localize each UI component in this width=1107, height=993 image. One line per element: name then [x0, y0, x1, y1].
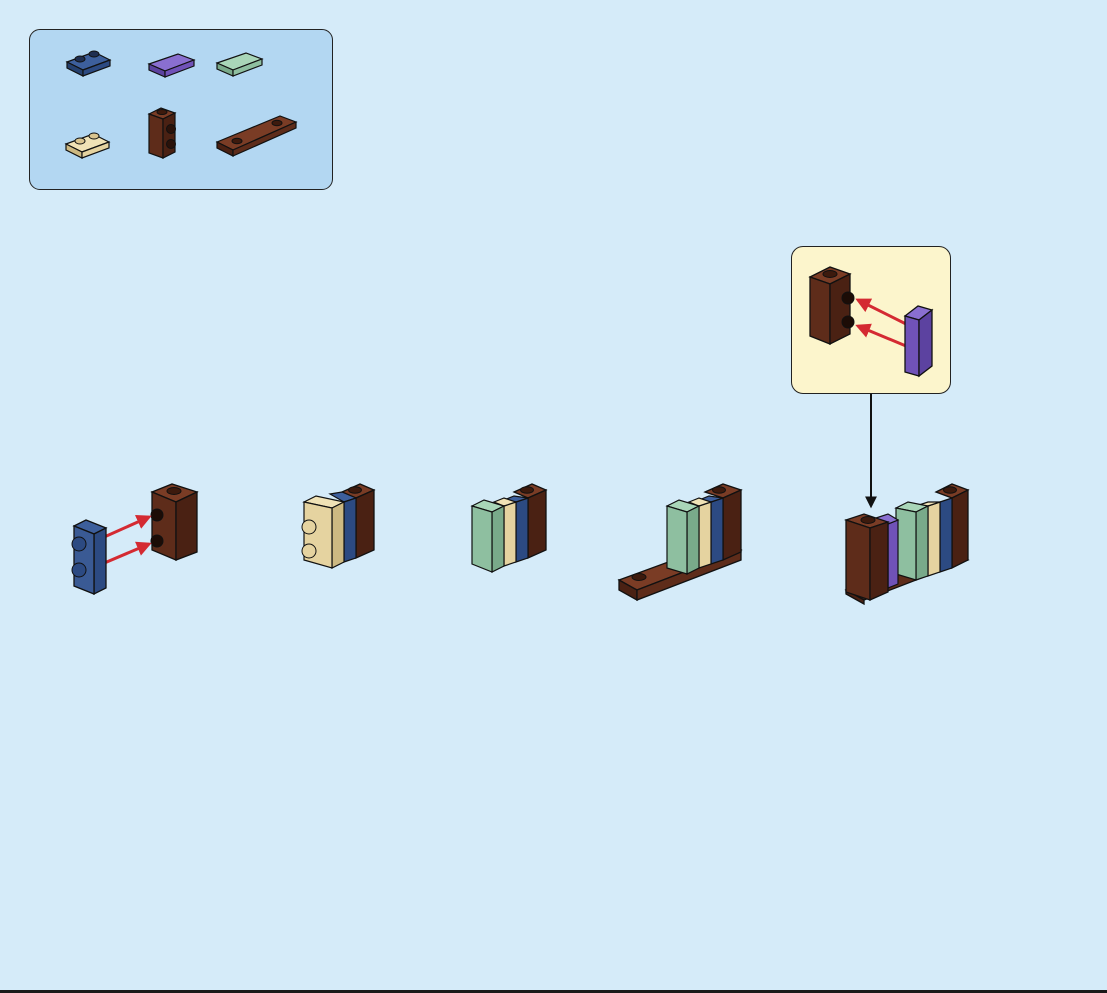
- step-4-assembly: [615, 480, 747, 606]
- step-5-assembly: [842, 480, 974, 606]
- brick-1x1-studs-reddish-brown-icon: [810, 267, 854, 344]
- plate-1x2-dark-blue-icon: [64, 42, 114, 78]
- arrow-icon: [858, 326, 906, 346]
- step-2-assembly: [298, 480, 378, 575]
- plate-1x2-dark-blue-icon: [72, 520, 106, 594]
- arrow-icon: [102, 517, 149, 538]
- tile-1x2-purple-icon: [146, 50, 198, 80]
- plate-1x4-reddish-brown-icon: [214, 112, 300, 162]
- tile-1x2-purple-icon: [905, 306, 932, 376]
- step-3-assembly: [466, 480, 552, 578]
- callout-assembly: [806, 262, 941, 382]
- step-1-assembly: [70, 480, 205, 600]
- arrow-icon: [102, 544, 149, 564]
- plate-1x2-tan-icon: [63, 124, 115, 160]
- brick-1x1-studs-reddish-brown-icon: [151, 484, 197, 560]
- brick-1x1-studs-reddish-brown-icon: [145, 104, 183, 162]
- tile-1x2-sand-green-icon: [214, 49, 266, 79]
- arrow-icon: [858, 300, 906, 324]
